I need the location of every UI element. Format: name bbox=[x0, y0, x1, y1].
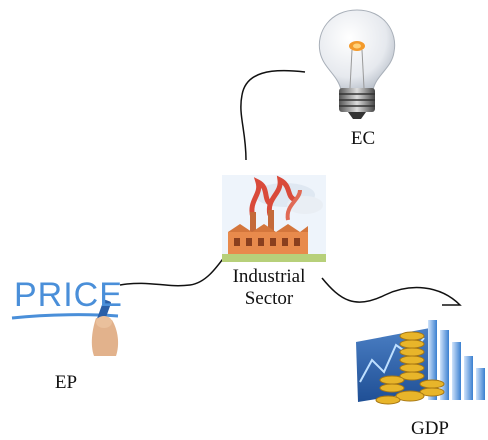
industrial-sector-label-line2: Sector bbox=[244, 288, 294, 309]
price-board-text: PRICE bbox=[14, 276, 123, 314]
ec-label: EC bbox=[350, 128, 376, 149]
chart-coins-icon bbox=[356, 320, 485, 405]
industrial-sector-label-line1: Industrial bbox=[232, 266, 306, 287]
gdp-label: GDP bbox=[410, 418, 449, 439]
factory-icon bbox=[222, 175, 326, 262]
connector-industrial-to-ec bbox=[240, 69, 306, 161]
light-bulb-icon bbox=[318, 9, 396, 119]
connector-ep-to-industrial bbox=[119, 251, 229, 287]
industrial-sector-label: Industrial Sector bbox=[214, 266, 324, 310]
price-board-icon bbox=[11, 299, 119, 356]
connector-industrial-to-gdp bbox=[321, 277, 462, 306]
ep-label: EP bbox=[54, 372, 78, 393]
